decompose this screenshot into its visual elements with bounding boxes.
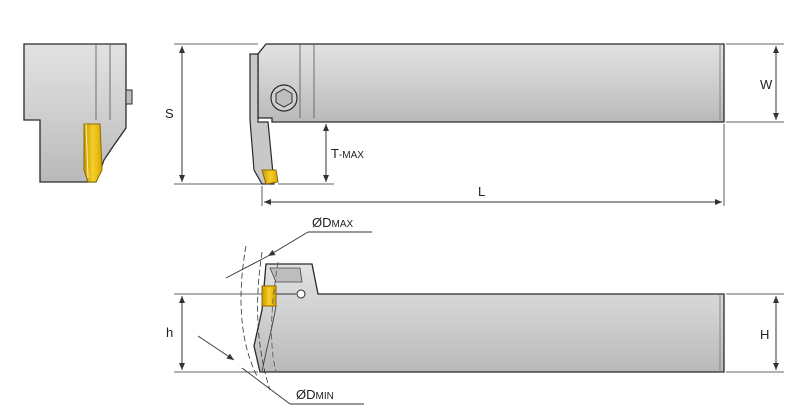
dim-s: S [165, 43, 262, 185]
dim-l: L [261, 124, 725, 206]
label-s: S [165, 106, 174, 121]
label-h: h [166, 325, 173, 340]
top-view [249, 43, 725, 185]
label-w: W [760, 77, 773, 92]
dim-h: h [166, 293, 262, 373]
diameter-arcs [197, 231, 372, 405]
label-dmin: ØDMIN [296, 387, 334, 402]
dim-w: W [726, 43, 784, 123]
head [249, 53, 275, 185]
dim-t-max: T-MAX [274, 121, 364, 185]
front-shank [253, 263, 725, 373]
top-view-insert [261, 169, 279, 185]
shank [257, 43, 725, 123]
end-view-insert [83, 123, 103, 183]
end-view-body [23, 43, 127, 183]
coolant-hole [296, 289, 306, 299]
front-view [253, 263, 725, 373]
label-t-max: T-MAX [331, 146, 364, 161]
label-dmax: ØDMAX [312, 215, 354, 230]
front-blade-edge [261, 305, 277, 373]
hex-socket-icon [275, 88, 293, 108]
label-l: L [478, 184, 485, 199]
front-view-insert [261, 285, 277, 307]
end-view-screw [125, 89, 133, 105]
label-H: H [760, 327, 769, 342]
dim-H: H [726, 293, 784, 373]
end-view [23, 43, 133, 183]
